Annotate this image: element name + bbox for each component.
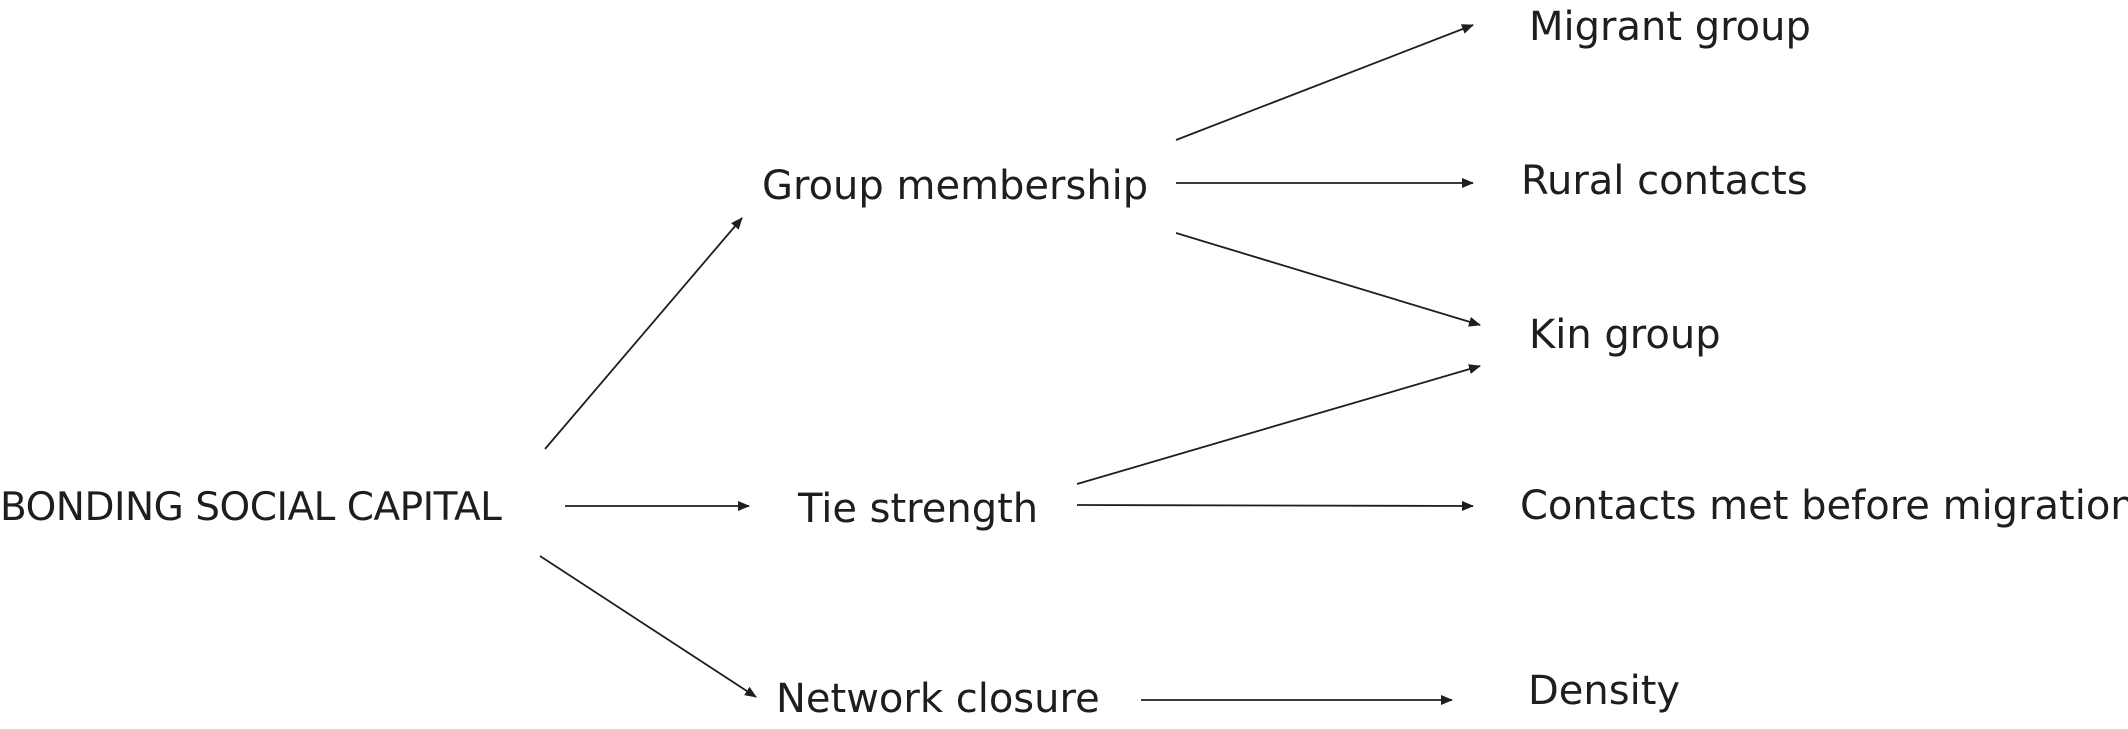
arrow-tie-to-contacts-met [1076,500,1474,511]
indicator-migrant-group: Migrant group [1529,4,1811,50]
arrow-root-to-network-closure [539,555,757,698]
dimension-tie-strength: Tie strength [798,486,1039,532]
indicator-rural-contacts: Rural contacts [1521,158,1808,204]
arrow-tie-to-kin-group [1076,364,1481,485]
dimension-network-closure: Network closure [776,676,1100,722]
indicator-kin-group: Kin group [1529,312,1721,358]
arrow-root-to-group-membership [544,217,743,450]
indicator-contacts-met-before-migration: Contacts met before migration [1520,483,2128,529]
arrow-group-to-kin-group [1175,232,1481,327]
arrow-group-to-migrant-group [1175,24,1474,141]
indicator-density: Density [1528,668,1681,714]
dimension-group-membership: Group membership [762,163,1149,209]
root-concept-label: BONDING SOCIAL CAPITAL [0,485,502,530]
